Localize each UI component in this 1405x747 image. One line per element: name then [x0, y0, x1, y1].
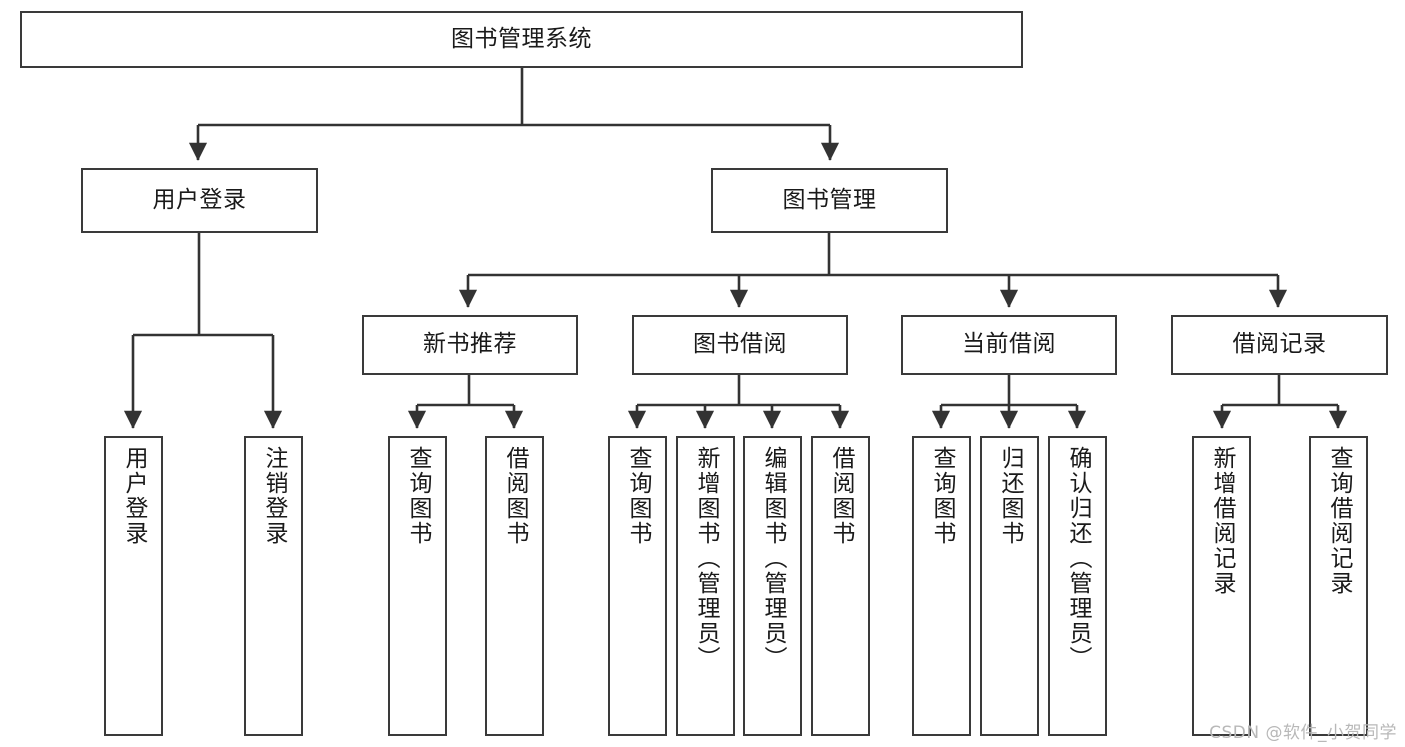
- node-label: 借阅图书: [502, 446, 528, 546]
- leaf-newbook-query-book[interactable]: 查询图书: [388, 436, 447, 736]
- node-current-borrow[interactable]: 当前借阅: [901, 315, 1117, 375]
- node-root-system[interactable]: 图书管理系统: [20, 11, 1023, 68]
- node-label: 查询图书: [405, 446, 431, 546]
- leaf-user-login-login[interactable]: 用户登录: [104, 436, 163, 736]
- node-label: 确认归还（管理员）: [1065, 446, 1091, 671]
- node-label: 图书管理系统: [451, 25, 592, 52]
- leaf-current-query-book[interactable]: 查询图书: [912, 436, 971, 736]
- node-label: 借阅记录: [1232, 331, 1327, 358]
- node-label: 查询借阅记录: [1326, 446, 1352, 596]
- node-label: 借阅图书: [828, 446, 854, 546]
- node-label: 图书管理: [782, 186, 877, 213]
- leaf-current-return-book[interactable]: 归还图书: [980, 436, 1039, 736]
- node-label: 用户登录: [152, 186, 247, 213]
- node-new-book-recommend[interactable]: 新书推荐: [362, 315, 578, 375]
- node-label: 注销登录: [261, 446, 287, 546]
- node-label: 归还图书: [997, 446, 1023, 546]
- node-borrow-records[interactable]: 借阅记录: [1171, 315, 1388, 375]
- node-label: 新增图书（管理员）: [693, 446, 719, 671]
- node-label: 新书推荐: [423, 331, 517, 358]
- leaf-user-login-logout[interactable]: 注销登录: [244, 436, 303, 736]
- node-user-login[interactable]: 用户登录: [81, 168, 318, 233]
- leaf-borrow-add-book-admin[interactable]: 新增图书（管理员）: [676, 436, 735, 736]
- leaf-current-confirm-return-admin[interactable]: 确认归还（管理员）: [1048, 436, 1107, 736]
- leaf-borrow-query-book[interactable]: 查询图书: [608, 436, 667, 736]
- node-label: 当前借阅: [962, 331, 1056, 358]
- node-label: 编辑图书（管理员）: [760, 446, 786, 671]
- node-book-borrow[interactable]: 图书借阅: [632, 315, 848, 375]
- node-label: 新增借阅记录: [1209, 446, 1235, 596]
- node-label: 图书借阅: [693, 331, 787, 358]
- node-label: 查询图书: [625, 446, 651, 546]
- watermark-text: CSDN @软件_小贺同学: [1209, 723, 1397, 743]
- node-book-management[interactable]: 图书管理: [711, 168, 948, 233]
- node-label: 用户登录: [121, 446, 147, 546]
- node-label: 查询图书: [929, 446, 955, 546]
- leaf-records-add-record[interactable]: 新增借阅记录: [1192, 436, 1251, 736]
- leaf-borrow-borrow-book[interactable]: 借阅图书: [811, 436, 870, 736]
- leaf-records-query-record[interactable]: 查询借阅记录: [1309, 436, 1368, 736]
- leaf-borrow-edit-book-admin[interactable]: 编辑图书（管理员）: [743, 436, 802, 736]
- leaf-newbook-borrow-book[interactable]: 借阅图书: [485, 436, 544, 736]
